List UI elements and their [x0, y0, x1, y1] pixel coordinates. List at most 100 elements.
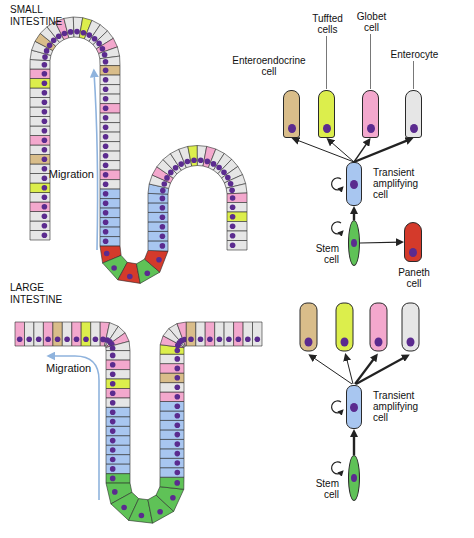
epithelial-cell [196, 322, 205, 346]
cell-label: Transient amplifying cell [373, 167, 431, 200]
cell-label: Stem cell [303, 478, 339, 500]
cell-nucleus [42, 204, 48, 210]
cell-nucleus [83, 337, 89, 343]
cell-nucleus [160, 196, 166, 202]
cell-nucleus [110, 345, 116, 351]
cell-nucleus [103, 210, 109, 216]
lineage-arrow [295, 139, 355, 162]
cell-nucleus [110, 409, 116, 415]
cell-nucleus [375, 338, 383, 347]
transient-amplifying-cell: Transient amplifying cell [346, 385, 362, 429]
epithelial-cell [30, 60, 50, 70]
cell-nucleus [160, 188, 166, 194]
cell-nucleus [211, 161, 217, 167]
cell-nucleus [103, 239, 109, 245]
epithelial-cell [106, 436, 130, 446]
epithelial-cell [148, 193, 168, 203]
transient-amplifying-cell: Transient amplifying cell [346, 162, 362, 206]
cell-nucleus [191, 157, 197, 163]
lineage-arrow [346, 356, 353, 384]
epithelial-cell [30, 202, 50, 212]
epithelial-cell [100, 180, 120, 190]
cell-nucleus [175, 422, 181, 428]
cell-label: Transient amplifying cell [373, 390, 431, 423]
epithelial-cell [160, 411, 184, 420]
cell-nucleus [245, 337, 251, 343]
cell-nucleus [175, 413, 181, 419]
lineage-arrow [354, 139, 411, 162]
epithelial-cell [160, 449, 184, 459]
cell-nucleus [42, 223, 48, 229]
cell-nucleus [103, 115, 109, 121]
epithelial-cell [100, 66, 120, 76]
cell-nucleus [170, 495, 176, 501]
cell-nucleus [103, 96, 109, 102]
epithelial-cell [148, 212, 168, 222]
cell-nucleus [110, 390, 116, 396]
cell-nucleus [68, 29, 74, 35]
cell-nucleus [217, 337, 223, 343]
epithelial-cell [145, 250, 168, 272]
cell-nucleus [103, 201, 109, 207]
migration-label: Migration [48, 168, 94, 180]
self-renewal-arrow [332, 178, 342, 190]
cell-nucleus [160, 205, 166, 211]
cell-nucleus [110, 353, 116, 359]
lineage-arrow [353, 209, 355, 220]
cell-nucleus [175, 460, 181, 466]
epithelial-cell [106, 370, 130, 379]
cell-nucleus [168, 170, 174, 176]
cell-nucleus [160, 233, 166, 239]
cell-nucleus [42, 100, 48, 106]
epithelial-cell [227, 222, 247, 232]
migration-arrow [94, 72, 98, 250]
cell-nucleus [230, 214, 236, 220]
epithelial-cell [227, 203, 247, 213]
cell-nucleus [42, 176, 48, 182]
cell-nucleus [103, 182, 109, 188]
cell-nucleus [93, 337, 99, 343]
cell-label: Tuffted cells [306, 13, 350, 35]
cell-nucleus [230, 195, 236, 201]
cell-nucleus [175, 451, 181, 457]
epithelial-cell [100, 161, 120, 171]
epithelial-cell [106, 379, 130, 389]
cell-nucleus [42, 90, 48, 96]
cell-nucleus [110, 381, 116, 387]
epithelial-cell [160, 468, 184, 478]
cell-nucleus [157, 509, 163, 515]
cell-nucleus [351, 239, 357, 247]
cell-nucleus [110, 466, 116, 472]
cell-nucleus [164, 175, 170, 181]
tufted-cell: Tuffted cells [318, 90, 335, 138]
cell-nucleus [350, 403, 358, 412]
cell-nucleus [175, 394, 181, 400]
epithelial-cell [148, 241, 168, 251]
epithelial-cell [43, 322, 53, 346]
cell-nucleus [42, 128, 48, 134]
epithelial-cell [30, 193, 50, 203]
cell-label: Enteroendocrine cell [227, 55, 311, 77]
cell-nucleus [42, 147, 48, 153]
cell-nucleus [62, 31, 68, 37]
cell-nucleus [341, 338, 349, 347]
epithelial-cell [106, 398, 130, 407]
cell-nucleus [103, 77, 109, 83]
epithelial-cell [186, 322, 196, 346]
leader-line [413, 61, 414, 89]
cell-nucleus [111, 265, 117, 271]
cell-nucleus [110, 362, 116, 368]
self-renewal-arrow [332, 401, 342, 413]
cell-nucleus [110, 419, 116, 425]
epithelial-cell [100, 123, 120, 133]
epithelial-cell [106, 417, 130, 427]
guide-path [15, 322, 262, 500]
lineage-arrow [360, 242, 401, 244]
epithelial-cell [106, 445, 130, 454]
cell-nucleus [175, 385, 181, 391]
cell-nucleus [81, 30, 87, 36]
cell-nucleus [221, 169, 227, 175]
epithelial-cell [106, 341, 130, 350]
epithelial-cell [34, 322, 44, 346]
